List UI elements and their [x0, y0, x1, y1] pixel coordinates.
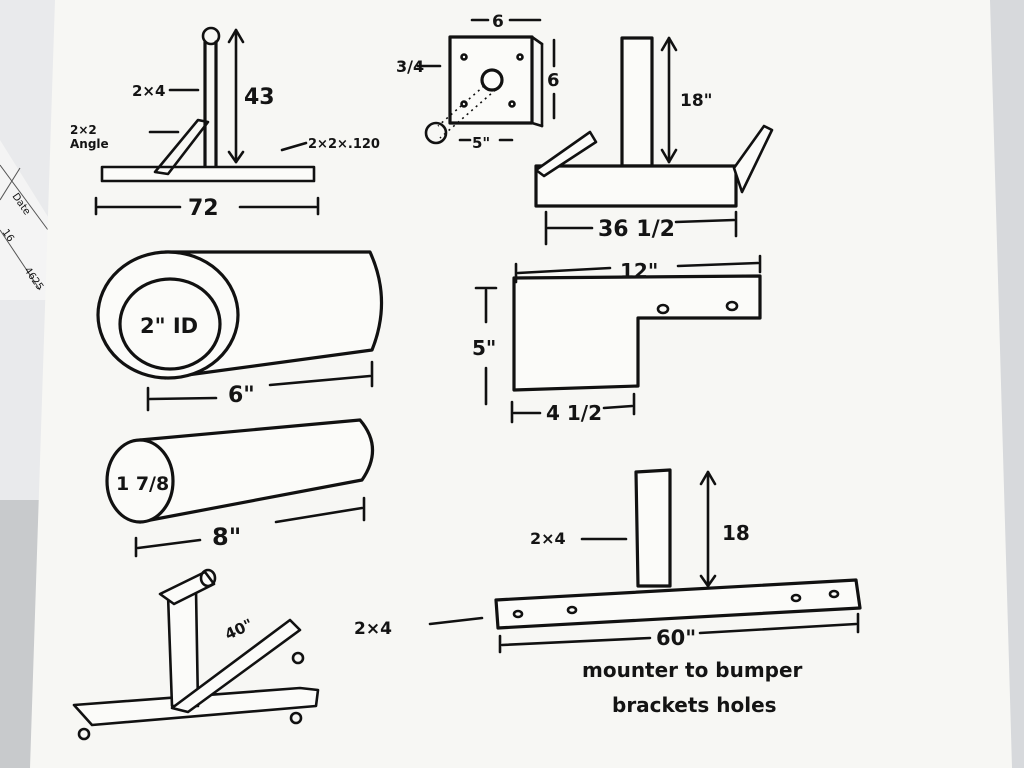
- label-beam: 2×4: [354, 619, 392, 639]
- label-tube: 2×2×.120: [308, 137, 380, 152]
- bracket-post: [620, 36, 654, 168]
- bolt-hole: [566, 605, 578, 615]
- tube-inner-bore: [118, 277, 222, 371]
- label-length: 72: [188, 196, 219, 221]
- iso-foot: [289, 711, 303, 725]
- dim-line: [268, 374, 372, 387]
- dim-line: [136, 538, 202, 550]
- dim-line: [274, 506, 364, 524]
- plate-edge: [530, 35, 544, 46]
- l-plate-outline: [512, 274, 762, 392]
- table-grid-line: [0, 167, 21, 201]
- tube-end: [424, 121, 448, 145]
- note-line-1: mounter to bumper: [582, 658, 803, 682]
- arrow-down: [227, 150, 245, 164]
- label-2x4: 2×4: [132, 82, 165, 100]
- sketch-t-beam: 2×4 18 2×4 60" mounter to bumper bracket…: [354, 468, 862, 717]
- iso-post: [166, 586, 200, 708]
- plate-outline: [448, 35, 534, 125]
- note-line-2: brackets holes: [612, 693, 777, 717]
- label-height: 43: [244, 85, 275, 110]
- bolt-hole: [516, 53, 524, 61]
- arrow-up: [227, 28, 245, 44]
- label-hole-spacing: 5": [472, 134, 490, 152]
- label-width-top: 6: [492, 12, 504, 32]
- bracket-tab-right: [732, 124, 774, 194]
- label-step: 4 1/2: [546, 401, 602, 425]
- angle-brace: [153, 118, 210, 176]
- sketch-l-plate: 12" 5" 4 1/2: [472, 254, 762, 425]
- label-height: 18: [722, 521, 750, 545]
- base-tube: [100, 165, 316, 183]
- background-table-paper: [0, 140, 60, 300]
- dim-line: [148, 396, 218, 401]
- bolt-hole: [508, 100, 516, 108]
- projection-line: [437, 85, 485, 127]
- bolt-hole: [460, 100, 468, 108]
- dim-line: [500, 636, 652, 647]
- post-cap: [201, 26, 221, 46]
- sketch-small-tube: 1 7/8 8": [105, 418, 375, 558]
- arrow-up: [660, 36, 678, 52]
- dim-line: [516, 266, 612, 275]
- bracket-base: [534, 164, 738, 208]
- sketch-plate: 6 3/4 6 5": [396, 12, 560, 152]
- dim-line: [602, 404, 634, 410]
- bolt-hole: [512, 609, 524, 619]
- pointer-arrow: [428, 616, 484, 626]
- label-height: 5": [472, 336, 496, 360]
- label-length: 60": [656, 626, 696, 650]
- dim-line: [676, 261, 760, 268]
- arrow-up: [699, 470, 717, 486]
- dim-line: [674, 218, 736, 224]
- bolt-hole: [460, 53, 468, 61]
- label-length: 8": [212, 523, 241, 551]
- table-grid-line: [0, 164, 49, 231]
- arrow-down: [699, 574, 717, 588]
- label-width: 12": [620, 259, 658, 283]
- sketch-big-tube: 2" ID 6": [96, 250, 384, 412]
- bolt-hole: [828, 589, 840, 599]
- label-id: 2" ID: [140, 314, 198, 338]
- iso-tube-end: [199, 568, 217, 588]
- rod-end: [105, 438, 175, 524]
- beam-main: [494, 578, 862, 630]
- rod-body: [138, 418, 375, 524]
- bolt-hole: [725, 300, 739, 312]
- label-thickness: 3/4: [396, 57, 424, 76]
- bracket-tab-left: [534, 130, 598, 178]
- beam-post: [634, 468, 672, 588]
- table-grid-line: [0, 229, 41, 291]
- sketch-u-bracket: 18" 36 1/2: [534, 36, 774, 246]
- iso-brace: [170, 618, 302, 714]
- bolt-hole: [656, 303, 670, 315]
- iso-foot: [291, 651, 305, 665]
- label-post: 2×4: [530, 529, 566, 548]
- iso-foot: [77, 727, 91, 741]
- label-od: 1 7/8: [116, 473, 169, 495]
- dim-line: [698, 622, 858, 635]
- label-height: 18": [680, 91, 713, 111]
- projection-line: [439, 85, 501, 139]
- label-height-right: 6: [547, 70, 560, 91]
- center-hole: [480, 68, 504, 92]
- plate-edge: [530, 121, 544, 128]
- table-cell: 16: [0, 227, 16, 244]
- arrow-down: [660, 148, 678, 164]
- pointer-arrow: [280, 141, 308, 152]
- label-width: 36 1/2: [598, 217, 675, 242]
- bolt-hole: [790, 593, 802, 603]
- label-length: 6": [228, 383, 255, 408]
